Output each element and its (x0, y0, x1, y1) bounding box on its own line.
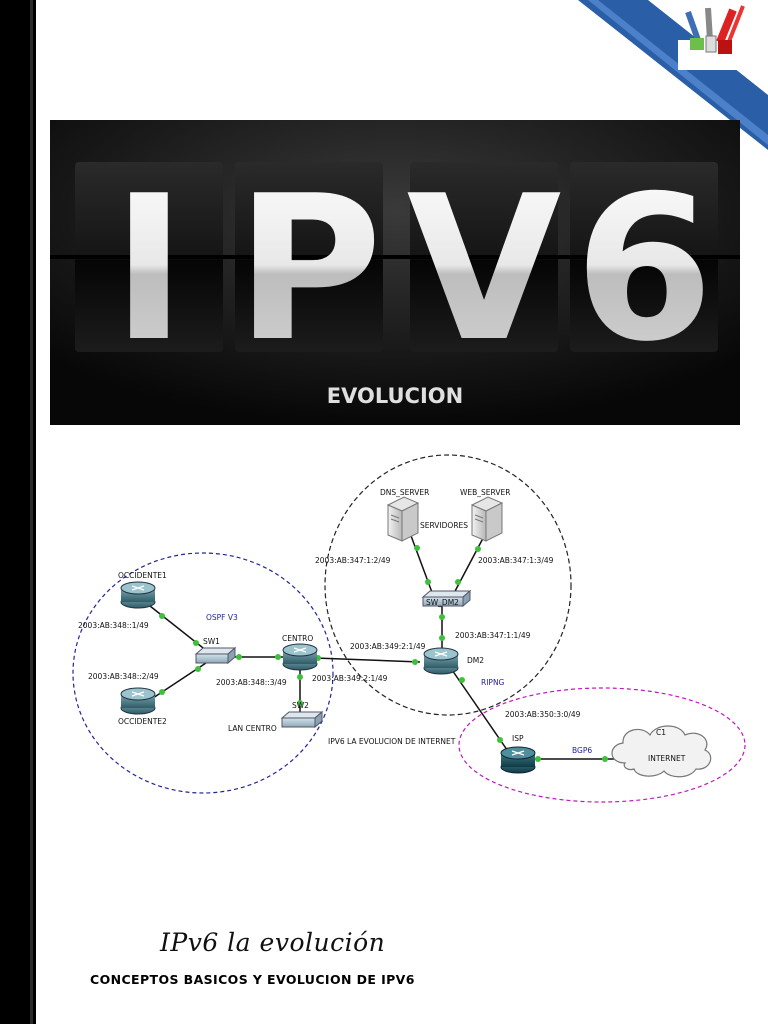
label-addr-isp: 2003:AB:350:3:0/49 (505, 710, 581, 719)
label-addr-centro: 2003:AB:348::3/49 (216, 678, 287, 687)
label-addr-centro-link: 2003:AB:349:2:1/49 (312, 674, 388, 683)
document-title: IPv6 la evolución (160, 928, 386, 957)
label-dm2: DM2 (467, 656, 484, 665)
ospf-area-circle (72, 552, 334, 794)
servers-area-circle (324, 454, 572, 716)
label-servidores: SERVIDORES (420, 521, 468, 530)
label-web-server: WEB_SERVER (460, 488, 510, 497)
label-addr-occ1: 2003:AB:348::1/49 (78, 621, 149, 630)
occidente2-router-icon[interactable] (120, 687, 156, 715)
label-isp: ISP (512, 734, 524, 743)
label-addr-dm2: 2003:AB:347:1:1/49 (455, 631, 531, 640)
sw-dm2-switch-icon[interactable] (421, 589, 472, 608)
network-cable-icon (678, 5, 745, 70)
banner-letter-v: V (407, 153, 562, 386)
web-server-icon[interactable] (470, 496, 504, 542)
centro-router-icon[interactable] (282, 643, 318, 671)
left-border-bar (0, 0, 36, 1024)
network-diagram: DNS_SERVER WEB_SERVER SERVIDORES 2003:AB… (60, 445, 760, 805)
bgp-area-circle (458, 687, 746, 803)
banner-letter-i: I (112, 153, 186, 386)
label-sw1: SW1 (203, 637, 220, 646)
label-centro: CENTRO (282, 634, 313, 643)
banner-letter-6: 6 (574, 153, 713, 386)
label-c1: C1 (656, 728, 666, 737)
sw2-switch-icon[interactable] (280, 710, 324, 729)
label-addr-centro-dm2: 2003:AB:349:2:1/49 (350, 642, 426, 651)
label-internet: INTERNET (648, 754, 686, 763)
label-occidente1: OCCIDENTE1 (118, 571, 167, 580)
document-subtitle: CONCEPTOS BASICOS Y EVOLUCION DE IPV6 (90, 972, 415, 987)
label-occidente2: OCCIDENTE2 (118, 717, 167, 726)
label-lan-centro: LAN CENTRO (228, 724, 277, 733)
label-addr-dns: 2003:AB:347:1:2/49 (315, 556, 391, 565)
corner-ribbon (528, 0, 768, 150)
label-ospf: OSPF V3 (206, 613, 238, 622)
sw1-switch-icon[interactable] (194, 646, 237, 665)
occidente1-router-icon[interactable] (120, 581, 156, 609)
label-dns-server: DNS_SERVER (380, 488, 429, 497)
label-ripng: RIPNG (481, 678, 505, 687)
isp-router-icon[interactable] (500, 746, 536, 774)
label-caption: IPV6 LA EVOLUCION DE INTERNET (328, 737, 456, 746)
label-sw-dm2: SW_DM2 (426, 598, 459, 607)
label-sw2: SW2 (292, 701, 309, 710)
internet-cloud-icon[interactable] (611, 725, 712, 778)
banner-letter-p: P (236, 153, 383, 386)
dns-server-icon[interactable] (386, 496, 420, 542)
dm2-router-icon[interactable] (423, 647, 459, 675)
banner-caption: EVOLUCION (327, 384, 463, 408)
ipv6-banner: I P V 6 EVOLUCION (50, 120, 740, 425)
label-addr-web: 2003:AB:347:1:3/49 (478, 556, 554, 565)
label-bgp6: BGP6 (572, 746, 592, 755)
label-addr-occ2: 2003:AB:348::2/49 (88, 672, 159, 681)
